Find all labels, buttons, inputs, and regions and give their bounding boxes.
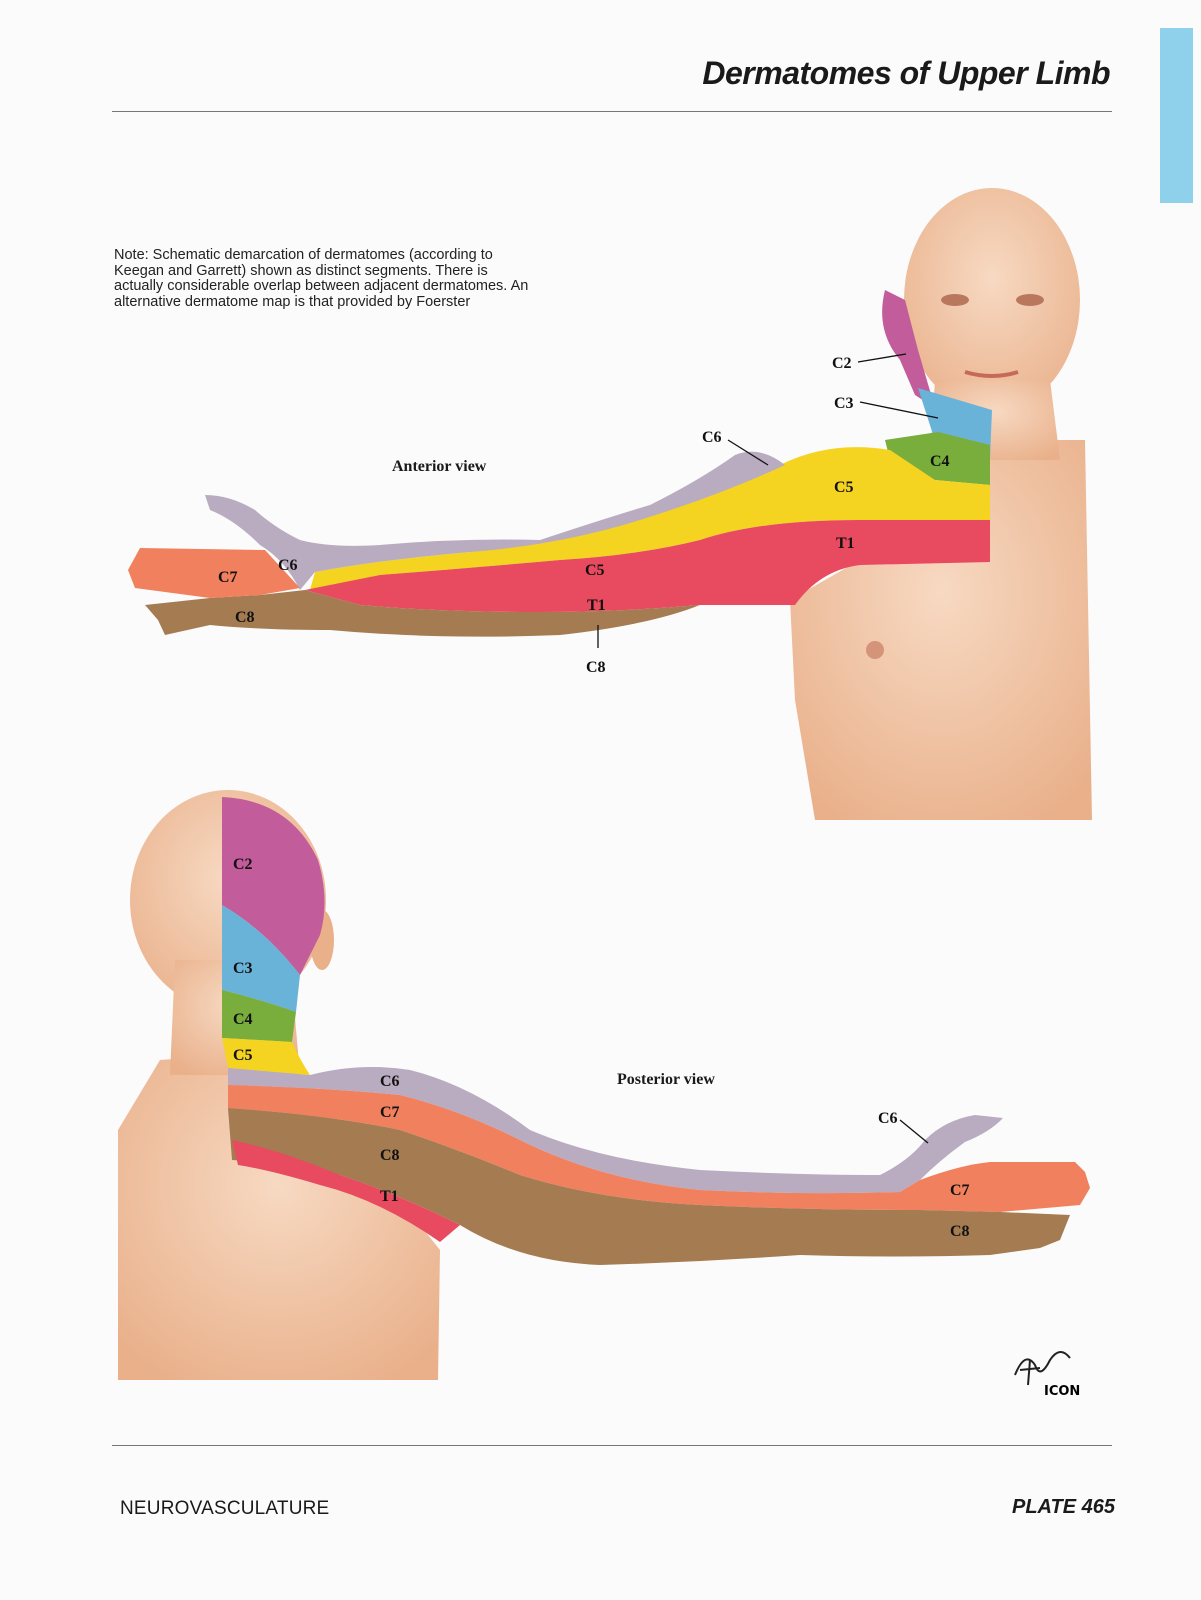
- anterior-torso: [790, 440, 1092, 820]
- posterior-torso: [118, 1055, 440, 1380]
- anterior-label-c3: C3: [834, 395, 854, 412]
- posterior-labels: C2 C3 C4 C5 C6 C7 C8 T1 C6 C7 C8: [233, 856, 970, 1240]
- anterior-label-c6-hand: C6: [278, 557, 298, 574]
- posterior-label-c5: C5: [233, 1047, 253, 1064]
- signature-scribble: [1014, 1351, 1071, 1386]
- anterior-c2-region: [882, 290, 935, 408]
- section-color-tab: [1160, 28, 1193, 203]
- posterior-c3-region: [222, 905, 300, 1012]
- posterior-figure: [118, 790, 1090, 1380]
- anterior-head: [904, 188, 1080, 412]
- anterior-label-t1-arm: T1: [587, 597, 606, 614]
- anterior-view-label: Anterior view: [392, 458, 487, 475]
- posterior-label-c7: C7: [380, 1104, 400, 1121]
- posterior-label-c4: C4: [233, 1011, 253, 1028]
- anterior-label-c8-hand: C8: [235, 609, 255, 626]
- posterior-label-c8-hand: C8: [950, 1223, 970, 1240]
- anterior-label-t1-chest: T1: [836, 535, 855, 552]
- posterior-c6-hand-leader: [899, 1119, 929, 1144]
- posterior-label-c3: C3: [233, 960, 253, 977]
- anterior-c6-region: [205, 451, 785, 590]
- anterior-c2-leader: [857, 353, 907, 363]
- anterior-mouth: [964, 370, 1019, 378]
- anterior-c7-region: [128, 548, 300, 598]
- posterior-c8-region: [228, 1108, 1070, 1265]
- posterior-c6-region: [228, 1066, 1003, 1194]
- anterior-label-c5-shoulder: C5: [834, 479, 854, 496]
- anterior-label-c4: C4: [930, 453, 950, 470]
- anterior-nipple: [866, 641, 884, 659]
- posterior-label-c6-hand: C6: [878, 1110, 898, 1127]
- anterior-t1-region: [305, 520, 990, 612]
- anterior-label-c7-hand: C7: [218, 569, 238, 586]
- anterior-label-c5-arm: C5: [585, 562, 605, 579]
- posterior-c4-region: [222, 990, 296, 1042]
- anterior-labels: C2 C3 C6 C4 C5 T1 C6 C7 C8 C5 T1 C8: [218, 355, 950, 676]
- posterior-c5-region: [222, 1038, 310, 1075]
- posterior-label-c7-hand: C7: [950, 1182, 970, 1199]
- anterior-leader-lines: [597, 353, 939, 648]
- header-rule: [112, 111, 1112, 112]
- footer-rule: [112, 1445, 1112, 1446]
- posterior-label-c2: C2: [233, 856, 253, 873]
- anterior-figure: [128, 188, 1092, 820]
- anterior-c5-region: [310, 447, 990, 590]
- anterior-eye-left: [941, 294, 969, 306]
- posterior-t1-region: [232, 1140, 460, 1242]
- posterior-c7-region: [228, 1085, 1090, 1212]
- anterior-label-c8-below: C8: [586, 659, 606, 676]
- posterior-label-c6: C6: [380, 1073, 400, 1090]
- anterior-label-c6-shoulder: C6: [702, 429, 722, 446]
- posterior-view-label: Posterior view: [617, 1071, 715, 1088]
- anterior-c6-leader: [727, 439, 769, 466]
- page-title: Dermatomes of Upper Limb: [702, 55, 1110, 91]
- anterior-label-c2: C2: [832, 355, 852, 372]
- signature-logo-text: ICON: [1044, 1384, 1080, 1399]
- anterior-c4-region: [885, 432, 990, 485]
- artist-signature-logo: ICON: [1014, 1351, 1080, 1399]
- anterior-eye-right: [1016, 294, 1044, 306]
- posterior-label-t1: T1: [380, 1188, 399, 1205]
- footer-section: NEUROVASCULATURE: [120, 1498, 330, 1519]
- anterior-c3-leader: [859, 401, 939, 419]
- posterior-label-c8: C8: [380, 1147, 400, 1164]
- posterior-c2-region: [222, 797, 325, 975]
- anterior-c8-region: [145, 590, 700, 637]
- footer-plate-number: PLATE 465: [1012, 1496, 1115, 1518]
- note-text: Note: Schematic demarcation of dermatome…: [114, 247, 529, 310]
